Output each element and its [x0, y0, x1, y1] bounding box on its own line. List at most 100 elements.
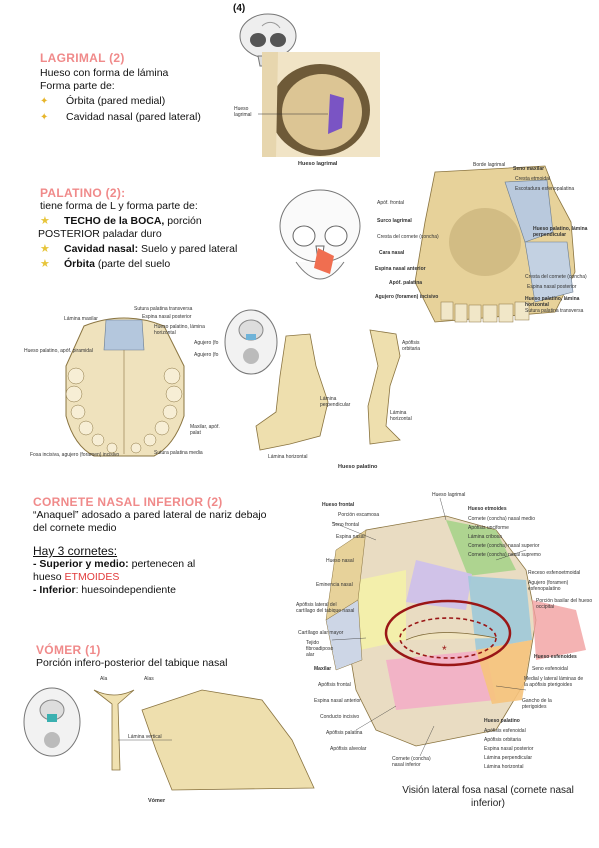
nasal-label: Porción escamosa [338, 512, 380, 518]
cornete-line2: hueso ETMOIDES [33, 571, 120, 583]
cornete-title: CORNETE NASAL INFERIOR (2) [33, 495, 223, 509]
lagrimal-figure: Hueso lagrimal Hueso lagrimal [232, 52, 380, 172]
nasal-label: Gancho de la pterigoides [522, 698, 552, 710]
vomer-label: Alas [144, 676, 154, 682]
palatino-item1-line2: POSTERIOR paladar duro [38, 228, 162, 240]
palate-label: Sutura palatina media [154, 450, 203, 456]
vomer-desc: Porción infero-posterior del tabique nas… [36, 657, 228, 669]
lagrimal-item: ✦Órbita (pared medial) [40, 95, 166, 107]
maxilla-label: Cresta del cornete (concha) [525, 274, 587, 280]
nasal-label: Hueso palatino [484, 718, 520, 724]
palatine-label: Lámina horizontal [268, 454, 308, 460]
nasal-label: Apófisis esfenoidal [484, 728, 526, 734]
lagrimal-item: ✦Cavidad nasal (pared lateral) [40, 111, 201, 123]
maxilla-label: Espina nasal anterior [375, 266, 426, 272]
palatino-title: PALATINO (2): [40, 186, 126, 200]
lagrimal-desc2: Forma parte de: [40, 80, 115, 92]
maxilla-label: Cresta del cornete (concha) [377, 234, 439, 240]
nasal-label: Hueso lagrimal [432, 492, 466, 498]
palate-label: Hueso palatino, apóf. piramidal [24, 348, 93, 354]
maxilla-label: Cresta etmoidal [515, 176, 551, 182]
maxilla-label: Borde lagrimal [473, 162, 506, 168]
vomer-label: Ala [100, 676, 108, 682]
cornete-section: CORNETE NASAL INFERIOR (2) “Anaquel” ado… [33, 495, 303, 597]
nasal-label: Cornete (concha) nasal inferior [392, 756, 431, 768]
palate-label: Sutura palatina transversa [134, 306, 193, 312]
nasal-label: Cartílago alar mayor [298, 630, 344, 636]
nasal-label: Espina nasal anterior [314, 698, 361, 704]
nasal-label: Cornete (concha) nasal superior [468, 543, 540, 549]
nasal-label: Hueso etmoides [468, 506, 507, 512]
nasal-label: Receso esfenoetmoidal [528, 570, 581, 576]
nasal-label: Apófisis lateral del cartílago del tabiq… [296, 602, 355, 614]
star-icon: ★ [40, 258, 50, 270]
nasal-label: Porción basilar del hueso occipital [536, 598, 593, 610]
lagrimal-skull-figure [228, 10, 308, 70]
nasal-label: Lámina horizontal [484, 764, 524, 770]
star-icon: ★ [40, 215, 50, 227]
nasal-label: Hueso nasal [326, 558, 354, 564]
nasal-label: Eminencia nasal [316, 582, 353, 588]
palatino-item: ★Cavidad nasal: Suelo y pared lateral [40, 243, 238, 255]
star-icon: ★ [40, 243, 50, 255]
palatine-caption: Hueso palatino [338, 464, 378, 470]
maxilla-label: Apóf. palatina [389, 280, 423, 286]
nasal-label: Apófisis orbitaria [484, 737, 521, 743]
nasal-label: Apófisis alveolar [330, 746, 367, 752]
nasal-label: Agujero (foramen) esfenopalatino [528, 580, 569, 592]
lagrimal-section: LAGRIMAL (2) Hueso con forma de lámina F… [40, 51, 240, 124]
nasal-cavity-figure: * Hueso lagrimal Hueso etmoides Cornete … [296, 490, 599, 785]
palatino-intro: tiene forma de L y forma parte de: [40, 200, 198, 212]
vomer-label: Lámina vertical [128, 734, 162, 740]
nasal-label: Seno frontal [332, 522, 359, 528]
nasal-label: Medial y lateral láminas de la apófisis … [524, 676, 584, 688]
palate-label: Lámina maxilar [64, 316, 98, 322]
palatino-item: ★Órbita (parte del suelo [40, 258, 171, 270]
svg-text:*: * [442, 643, 447, 657]
cornete-line1: - Superior y medio: pertenecen al [33, 558, 196, 570]
palate-label: Maxilar, apóf. palat [190, 424, 220, 436]
palatino-maxilla-figure: Borde lagrimal Seno maxilar Cresta etmoi… [375, 162, 599, 324]
cornete-desc1: “Anaquel” adosado a pared lateral de nar… [33, 509, 267, 521]
lagrimal-figure-caption: Hueso lagrimal [298, 161, 338, 167]
palate-figure: Lámina maxilar Sutura palatina transvers… [24, 306, 224, 460]
palate-label: Agujero (fo [194, 340, 219, 346]
nasal-label: Apófisis frontal [318, 682, 351, 688]
cornete-line3: - Inferior: huesoindependiente [33, 584, 177, 596]
maxilla-label: Cara nasal [379, 250, 405, 256]
nasal-label: Hueso frontal [322, 502, 355, 508]
skull-icon [224, 309, 278, 375]
maxilla-label: Hueso palatino, lámina perpendicular [533, 226, 588, 238]
palatine-label: Lámina horizontal [390, 410, 412, 422]
nasal-label: Conducto incisivo [320, 714, 360, 720]
nasal-label: Apófisis palatina [326, 730, 363, 736]
nasal-label: Espina nasal posterior [484, 746, 534, 752]
palatino-skull-figure [270, 186, 370, 296]
maxilla-label: Escotadura esfenopalatina [515, 186, 575, 192]
vomer-title: VÓMER (1) [36, 643, 101, 657]
maxilla-label: Hueso palatino, lámina horizontal [525, 296, 580, 308]
nasal-label: Hueso esfenoides [534, 654, 577, 660]
maxilla-label: Surco lagrimal [377, 218, 412, 224]
sparkle-icon: ✦ [40, 112, 49, 123]
palatine-label: Apófisis orbitaria [402, 340, 421, 352]
palate-label: Hueso palatino, lámina horizontal [154, 324, 205, 336]
lagrimal-figure-label: Hueso lagrimal [234, 106, 252, 118]
nasal-label: Lámina cribosa [468, 534, 502, 540]
skull-icon [239, 13, 297, 67]
nasal-label: Seno esfenoidal [532, 666, 568, 672]
nasal-label: Maxilar [314, 666, 332, 672]
nasal-label: Espina nasal [336, 534, 365, 540]
maxilla-label: Apóf. frontal [377, 200, 404, 206]
lagrimal-title: LAGRIMAL (2) [40, 51, 125, 65]
nasal-label: Tejido fibroadiposo alar [306, 640, 334, 658]
palatine-label: Lámina perpendicular [320, 396, 351, 408]
page-number: (4) [233, 3, 246, 14]
palatine-bone-figure: Apófisis orbitaria Lámina perpendicular … [250, 326, 440, 472]
lagrimal-desc1: Hueso con forma de lámina [40, 67, 169, 79]
maxilla-label: Agujero (foramen) incisivo [375, 294, 439, 300]
vomer-caption: Vómer [148, 798, 166, 804]
maxilla-label: Sutura palatina transversa [525, 308, 584, 314]
vomer-section: VÓMER (1) Porción infero-posterior del t… [36, 643, 296, 670]
nasal-label: Lámina perpendicular [484, 755, 533, 761]
